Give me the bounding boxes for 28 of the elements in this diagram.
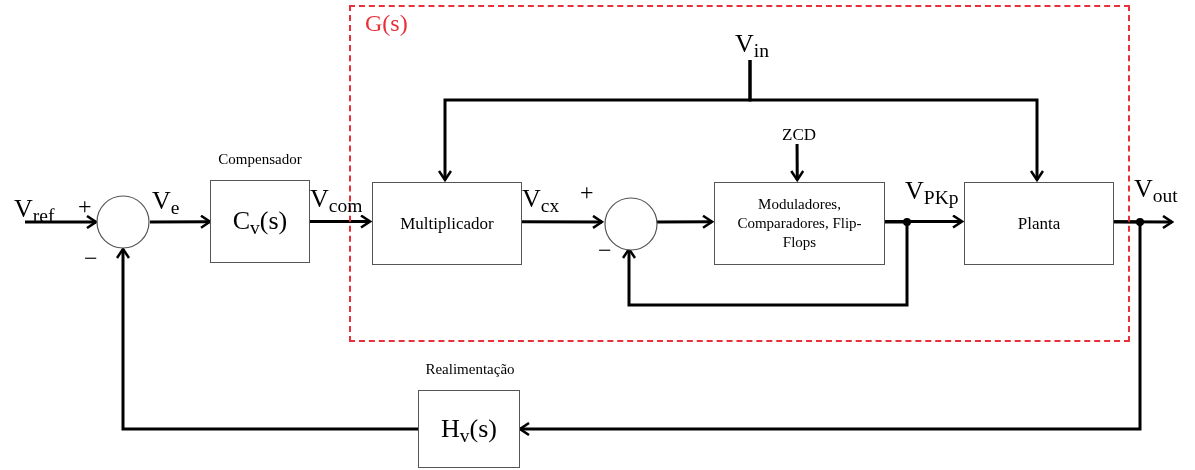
group-title: G(s) (365, 11, 408, 35)
edge-label: V$_{out}$ (1134, 176, 1178, 202)
signal-arrow (621, 220, 909, 307)
signal-arrow (25, 214, 98, 230)
signal-arrow (748, 60, 1045, 182)
sign-label: − (598, 238, 612, 262)
signal-arrow (518, 220, 1142, 437)
edge-label: V$_{e}$ (152, 188, 180, 214)
signal-arrow (115, 247, 418, 431)
signal-arrow (789, 144, 805, 182)
block: Planta (964, 182, 1114, 265)
signal-arrow (150, 214, 212, 229)
signal-arrow (520, 214, 604, 230)
sign-label: − (84, 246, 98, 270)
sign-label: + (580, 180, 594, 204)
signal-arrow (656, 214, 714, 230)
edge-label: V$_{com}$ (310, 186, 363, 212)
block-caption: Realimentação (424, 362, 516, 377)
edge-label: V$_{cx}$ (522, 186, 560, 212)
block: Multiplicador (372, 182, 522, 265)
block: Moduladores, Comparadores, Flip-Flops (714, 182, 885, 265)
block: H$_{v}$(s) (418, 390, 520, 468)
signal-label: ZCD (779, 124, 819, 146)
block-caption: Compensador (217, 152, 303, 167)
signal-label: V$_{in}$ (727, 26, 777, 62)
signal-arrow (310, 214, 372, 229)
block: C$_{v}$(s) (210, 180, 310, 263)
sign-label: + (78, 194, 92, 218)
